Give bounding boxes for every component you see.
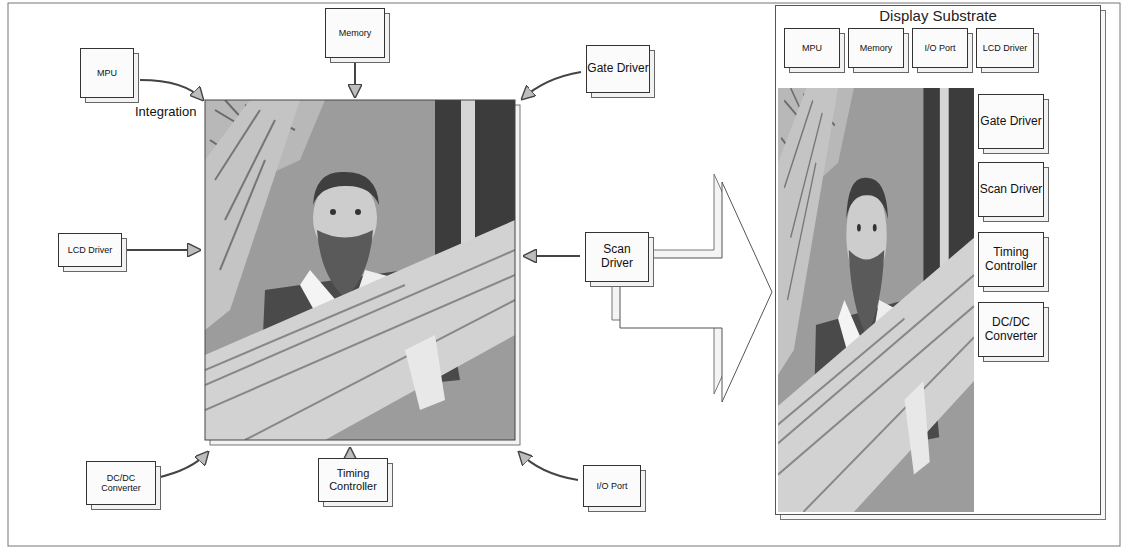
component-name: Scan Driver	[980, 183, 1043, 197]
component-name: Gate Driver	[980, 115, 1041, 129]
component-name: Gate Driver	[587, 62, 648, 76]
component-box: Gate Driver	[978, 94, 1044, 149]
component-name: I/O Port	[596, 481, 627, 491]
component-box: DC/DC Converter	[86, 461, 156, 505]
substrate-panel: Display SubstrateMPU Memory I/O Port LCD Dr…	[775, 5, 1101, 515]
component-name: Scan Driver	[586, 243, 648, 271]
display-photo	[778, 88, 974, 512]
component-box: MPU	[80, 48, 134, 98]
component-name: LCD Driver	[983, 43, 1028, 53]
component-name: Timing Controller	[979, 246, 1043, 274]
component-box: Memory	[848, 28, 904, 68]
component-name: MPU	[802, 43, 822, 53]
component-box: I/O Port	[912, 28, 968, 68]
component-box: Memory	[325, 8, 385, 58]
photo-border	[205, 100, 515, 440]
component-box: Gate Driver	[586, 45, 650, 93]
component-box: Timing Controller	[318, 458, 388, 502]
component-name: MPU	[97, 68, 117, 78]
component-box: Scan Driver	[978, 162, 1044, 217]
hollow-arrow	[612, 174, 772, 402]
component-box: I/O Port	[583, 465, 641, 507]
component-box: MPU	[784, 28, 840, 68]
component-box: Scan Driver	[585, 232, 649, 282]
component-name: DC/DC Converter	[979, 316, 1043, 344]
figure-frame	[8, 3, 1120, 546]
component-name: Memory	[339, 28, 372, 38]
component-name: Timing Controller	[319, 467, 387, 492]
integration-arrows	[127, 63, 581, 480]
component-box: LCD Driver	[976, 28, 1034, 68]
component-box: DC/DC Converter	[978, 302, 1044, 357]
integration-label: Integration	[135, 104, 196, 119]
component-name: Memory	[860, 43, 893, 53]
component-name: I/O Port	[924, 43, 955, 53]
component-box: LCD Driver	[58, 233, 122, 267]
display-photo	[205, 100, 515, 440]
panel-title: Display Substrate	[776, 7, 1100, 24]
component-name: DC/DC Converter	[87, 473, 155, 494]
component-box: Timing Controller	[978, 232, 1044, 287]
panel-ground	[776, 6, 1100, 514]
component-name: LCD Driver	[68, 245, 113, 255]
